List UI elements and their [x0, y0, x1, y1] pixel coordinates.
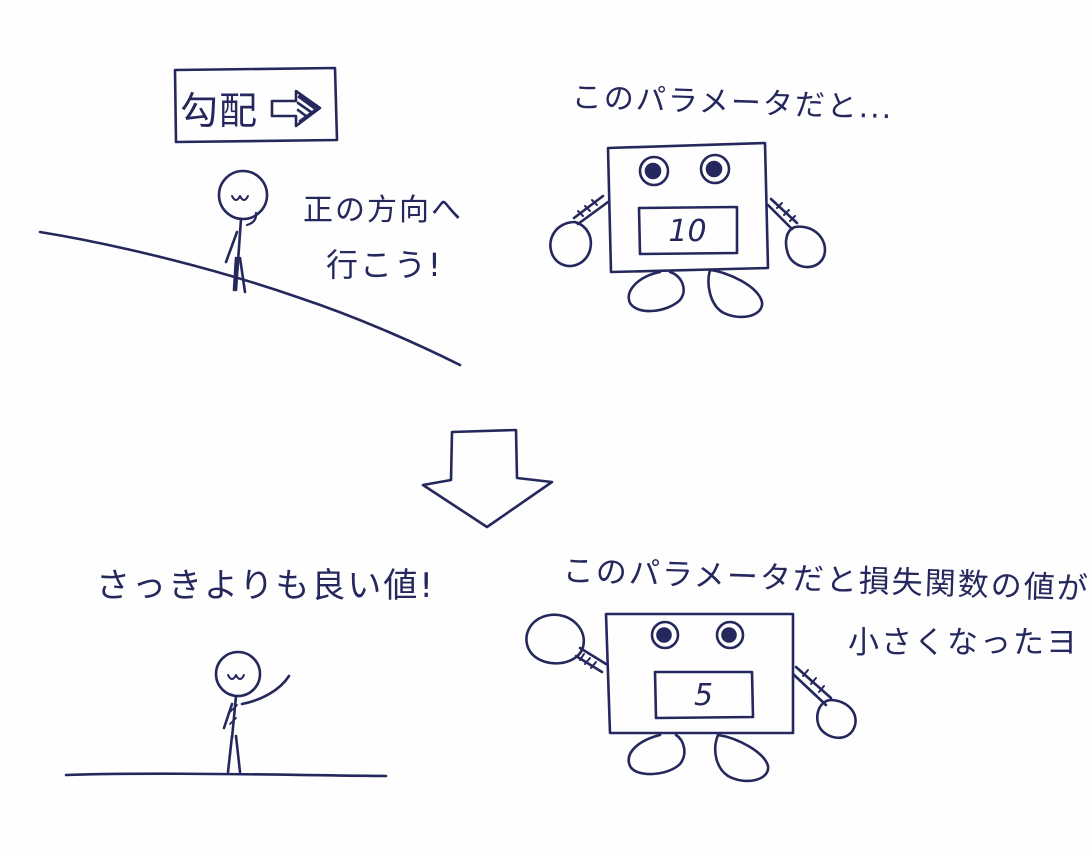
down-arrow-icon — [421, 428, 554, 529]
robot-1-display-value: 10 — [668, 214, 707, 249]
speech-positive-direction: 正の方向へ — [303, 193, 463, 228]
stick-figure-slope — [217, 169, 269, 294]
arrow-right-icon — [270, 89, 322, 128]
speech-lets-go: 行こう! — [326, 246, 443, 284]
robot-2-caption-line2: 小さくなったヨ — [848, 625, 1079, 661]
robot-2-display-value: 5 — [693, 678, 714, 713]
flat-ground-line — [64, 772, 388, 778]
slope-line — [38, 230, 462, 367]
stick-figure-flat — [214, 650, 291, 774]
robot-1 — [549, 141, 827, 319]
gradient-sign — [173, 66, 339, 144]
robot-2 — [525, 612, 857, 783]
speech-better-value: さっきよりも良い値! — [96, 566, 435, 606]
gradient-sign-label: 勾配 — [180, 89, 259, 133]
